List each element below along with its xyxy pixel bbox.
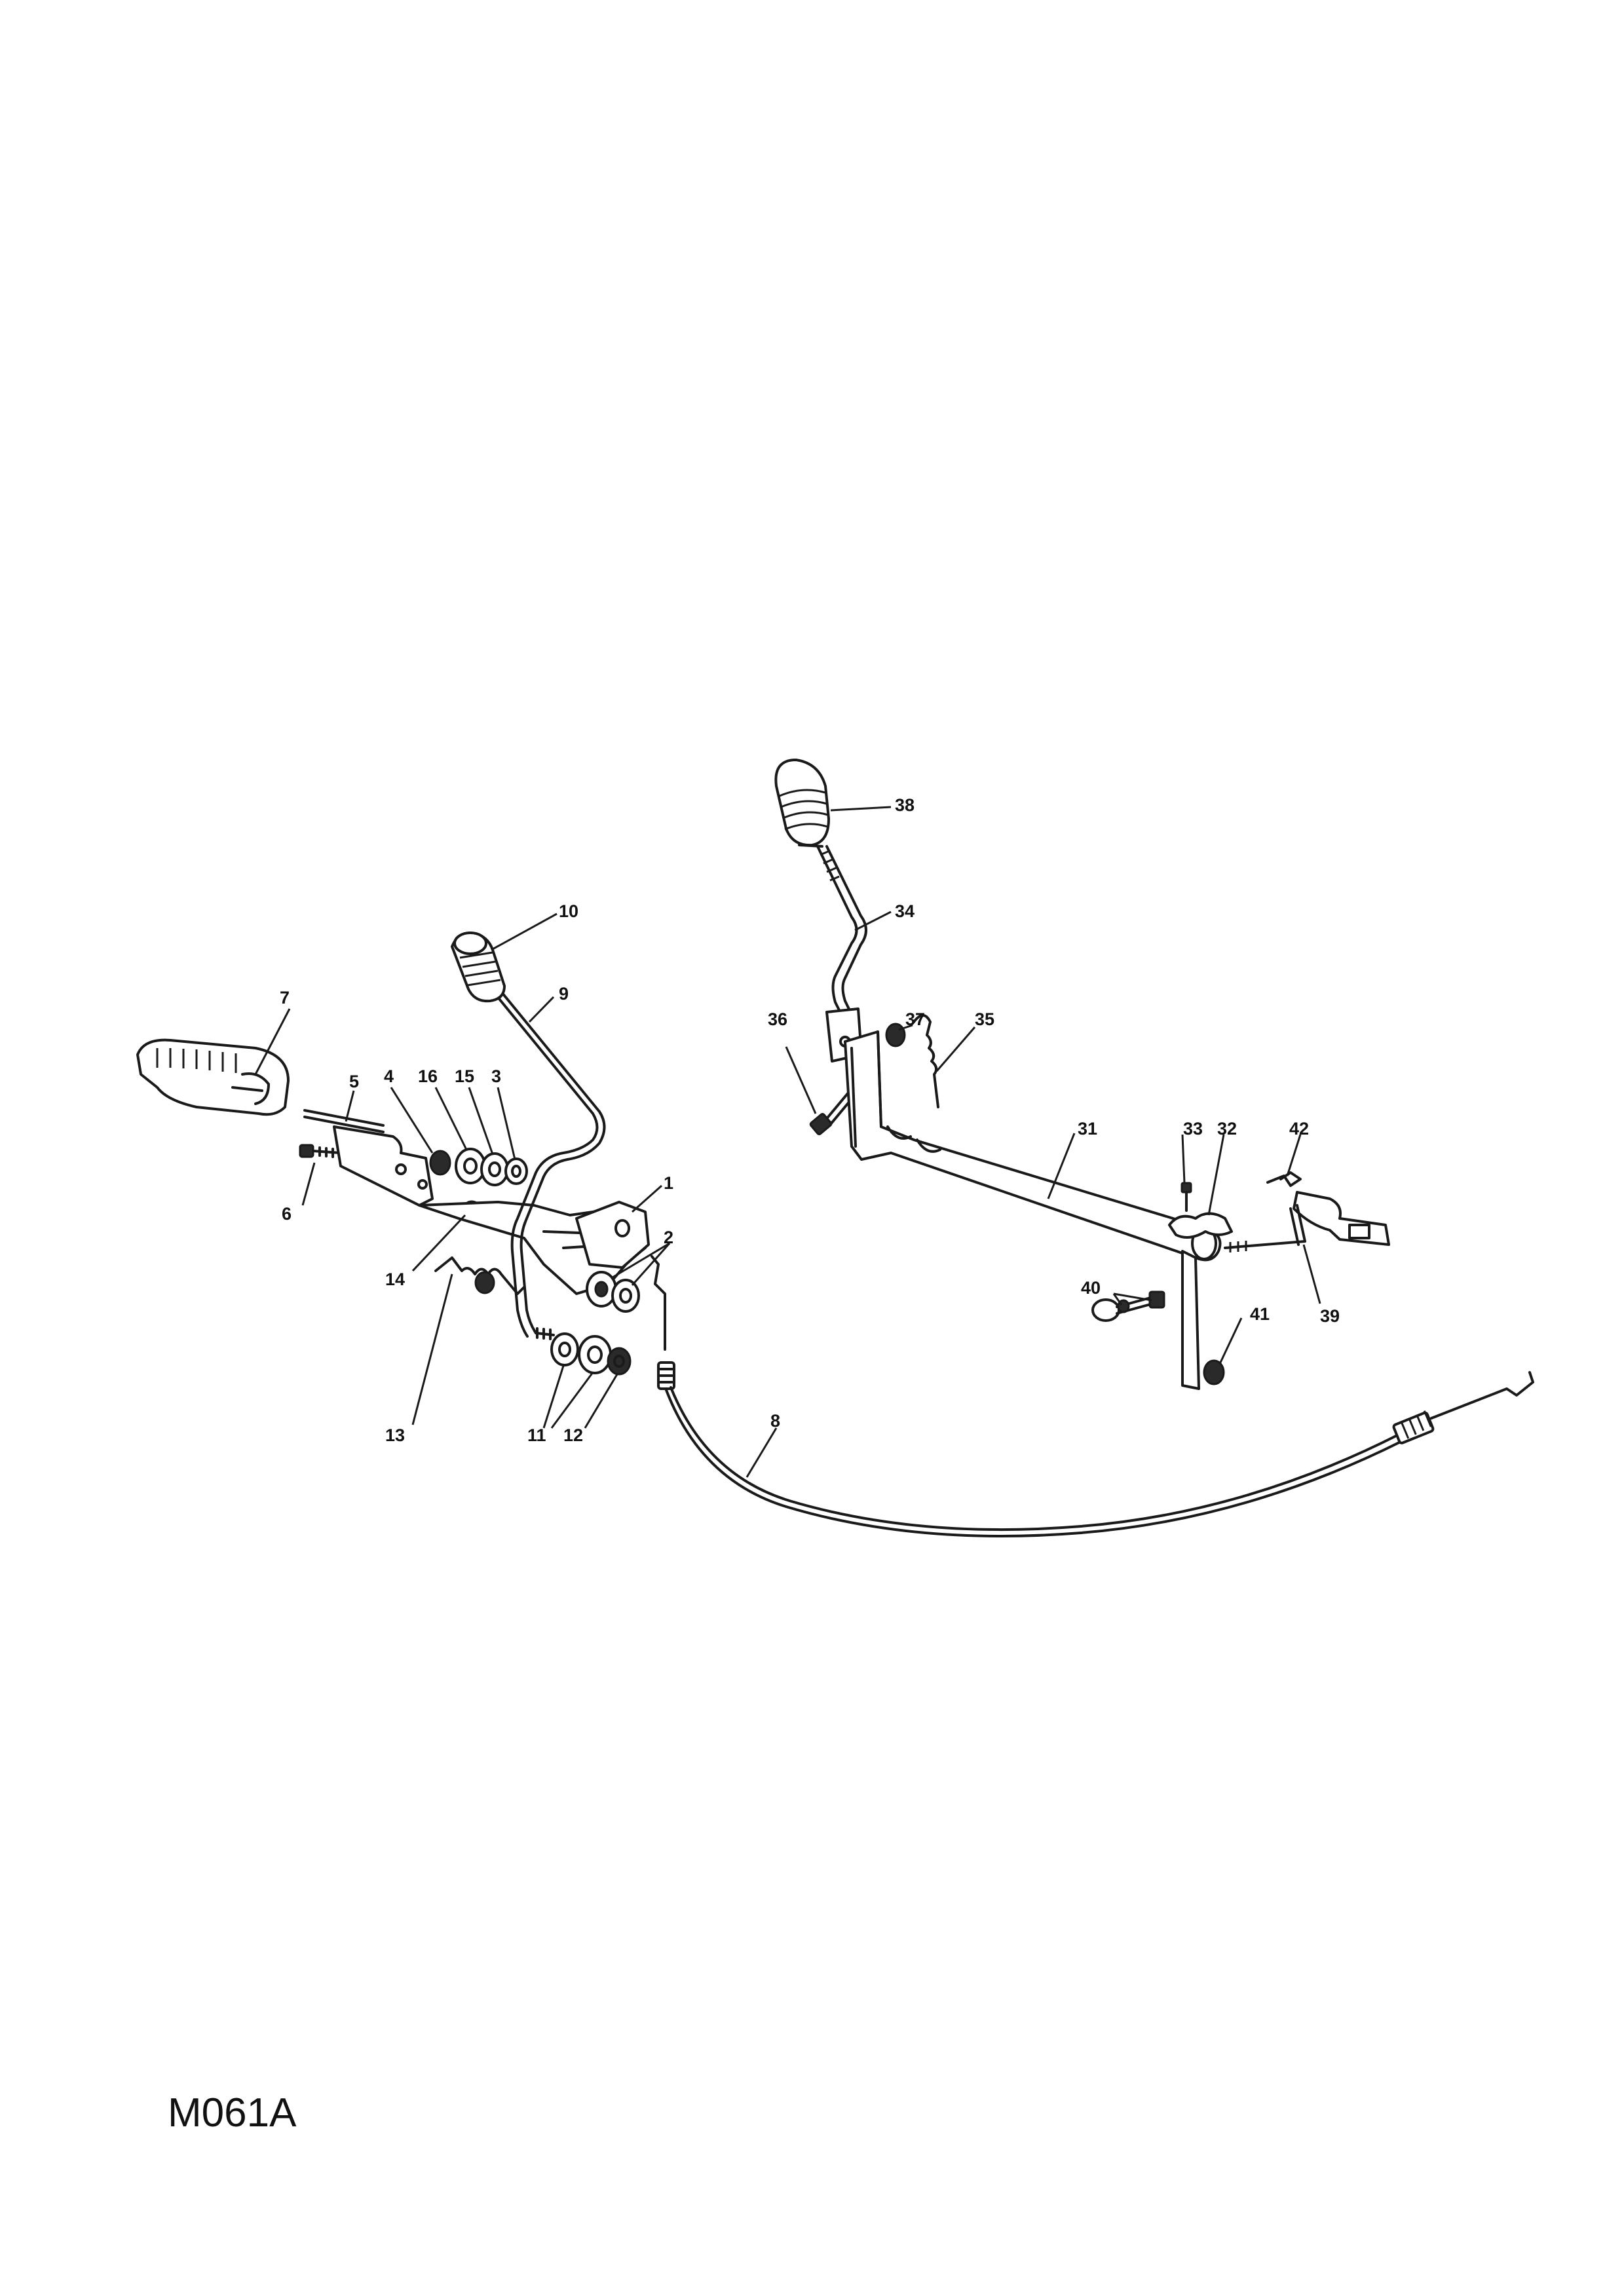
- callout-10: 10: [559, 901, 578, 921]
- callout-labels: 1 2 3 4 5 6 7 8 9 10 11 12 13 14 15 16 3…: [280, 795, 1340, 1445]
- callout-12: 12: [563, 1425, 583, 1445]
- callout-15: 15: [455, 1066, 474, 1086]
- callout-37: 37: [905, 1009, 925, 1029]
- callout-41: 41: [1250, 1304, 1270, 1324]
- pedal-pin: [303, 1109, 385, 1133]
- callout-16: 16: [418, 1066, 438, 1086]
- callout-39: 39: [1320, 1306, 1340, 1326]
- callout-13: 13: [385, 1425, 405, 1445]
- callout-8: 8: [770, 1411, 780, 1431]
- pivot-washers: [586, 1271, 640, 1313]
- callout-40: 40: [1081, 1278, 1101, 1298]
- rod-end-hardware: [535, 1327, 632, 1376]
- callout-33: 33: [1183, 1119, 1203, 1139]
- pivot-plate: [575, 1201, 650, 1269]
- hand-lever-rod: [495, 991, 606, 1338]
- foot-pedal: [136, 1038, 290, 1116]
- shift-shaft: [844, 1030, 1222, 1390]
- clamp-32: [1168, 1182, 1233, 1239]
- nut-41: [1203, 1359, 1225, 1385]
- callout-6: 6: [282, 1204, 292, 1224]
- drawing-code: M061A: [168, 2090, 297, 2136]
- shift-lever: [816, 845, 867, 1063]
- clip-42: [1266, 1171, 1302, 1187]
- callout-42: 42: [1289, 1119, 1309, 1139]
- callout-9: 9: [559, 984, 569, 1004]
- return-spring: [434, 1256, 525, 1295]
- callout-34: 34: [895, 901, 915, 921]
- callout-11: 11: [527, 1425, 546, 1445]
- callout-2: 2: [664, 1228, 673, 1247]
- callout-14: 14: [385, 1270, 405, 1289]
- callout-5: 5: [349, 1072, 359, 1091]
- callout-1: 1: [664, 1173, 673, 1193]
- spring-35: [913, 1014, 939, 1108]
- callout-4: 4: [384, 1066, 394, 1086]
- linkage-39: [1224, 1191, 1390, 1252]
- leader-lines: [254, 806, 1321, 1478]
- callout-38: 38: [895, 795, 915, 815]
- bolt-6: [299, 1144, 342, 1158]
- callout-7: 7: [280, 988, 290, 1007]
- callout-3: 3: [491, 1066, 501, 1086]
- bracket-hole: [395, 1163, 407, 1175]
- callout-31: 31: [1078, 1119, 1097, 1139]
- bracket-hole: [417, 1179, 428, 1190]
- callout-35: 35: [975, 1009, 994, 1029]
- lever-knob: [774, 759, 830, 848]
- callout-32: 32: [1217, 1119, 1237, 1139]
- washer-stack: [429, 1148, 528, 1186]
- lever-grip: [451, 932, 506, 1003]
- nut-37: [885, 1023, 906, 1047]
- pedal-bracket: [333, 1125, 434, 1207]
- control-cable: [651, 1255, 1534, 1537]
- callout-36: 36: [768, 1009, 787, 1029]
